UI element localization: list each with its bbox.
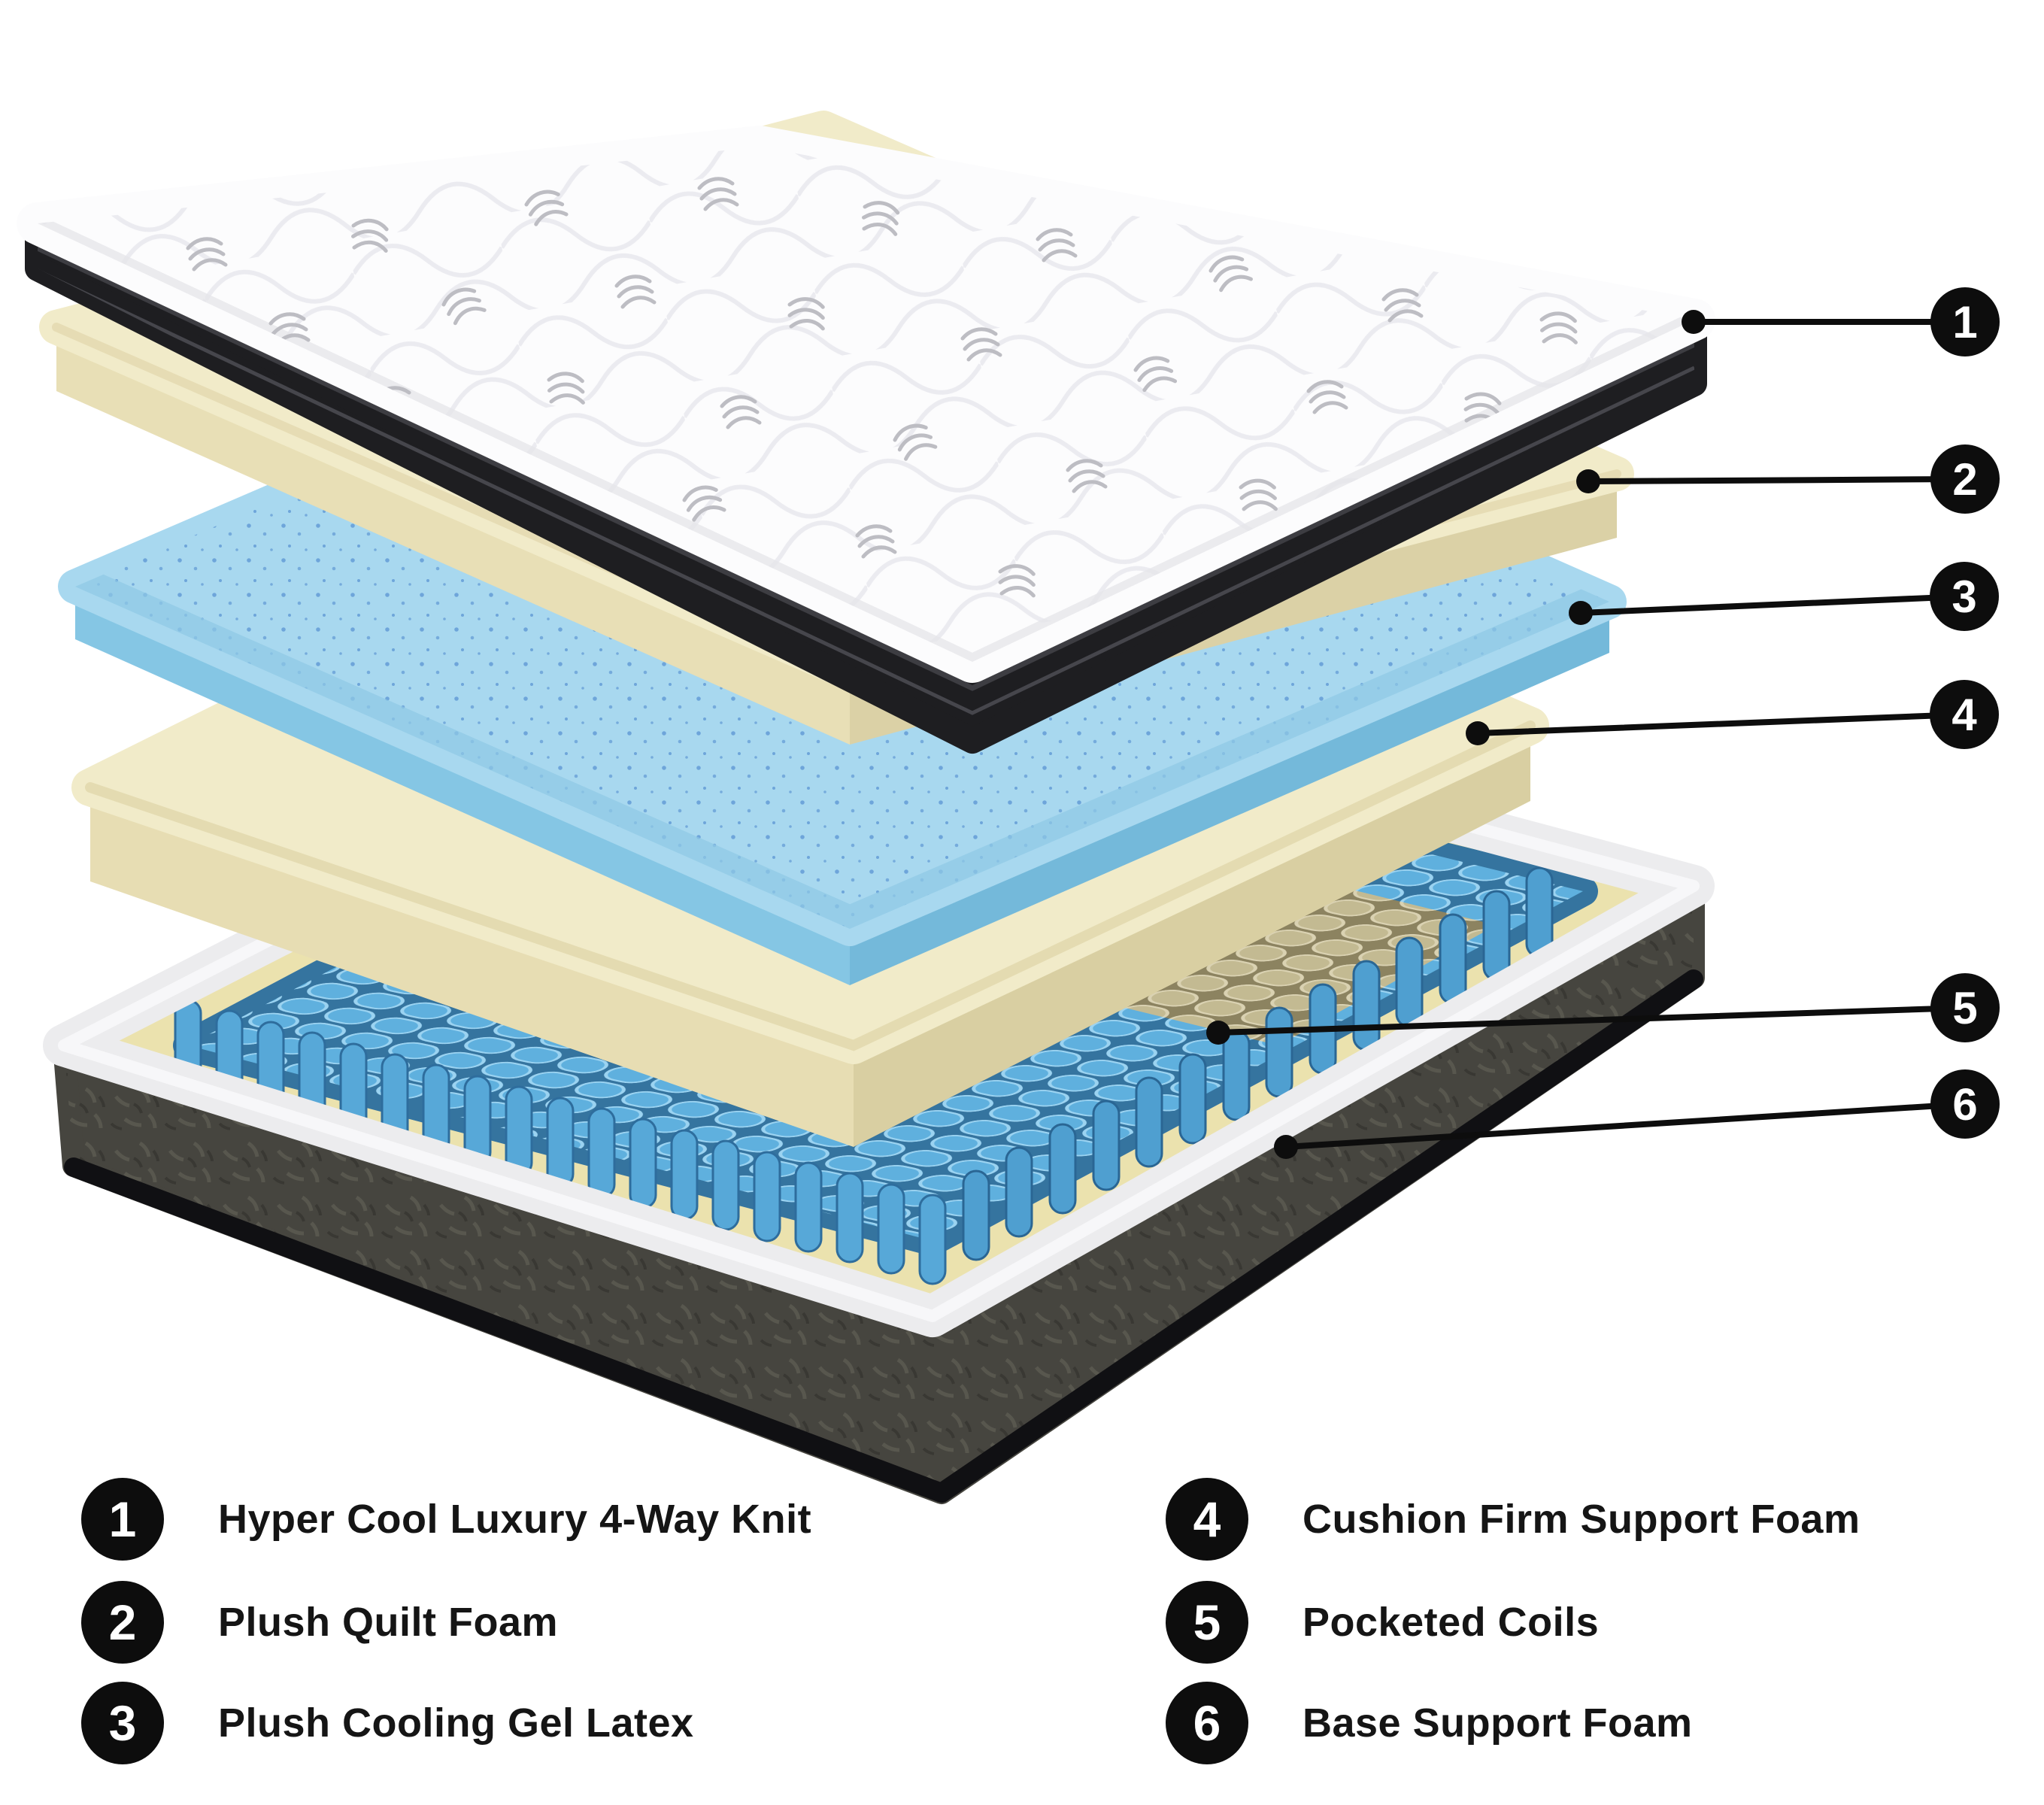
callout-dot-6 bbox=[1274, 1135, 1298, 1159]
legend-badge-2: 2 bbox=[81, 1581, 164, 1664]
legend-label-6: Base Support Foam bbox=[1303, 1700, 1693, 1746]
callout-line-3 bbox=[1578, 593, 1967, 616]
callout-circle-1 bbox=[1930, 287, 2000, 356]
callout-line-4 bbox=[1475, 711, 1967, 736]
callout-line-6 bbox=[1283, 1101, 1968, 1150]
callout-circle-4 bbox=[1930, 680, 1999, 749]
legend-badge-6: 6 bbox=[1166, 1682, 1248, 1764]
callout-5: 5 bbox=[1206, 973, 2000, 1045]
legend-badge-5: 5 bbox=[1166, 1581, 1248, 1664]
callout-circle-2 bbox=[1930, 444, 2000, 514]
legend-item-2: 2 Plush Quilt Foam bbox=[81, 1581, 558, 1664]
callout-number-2: 2 bbox=[1952, 454, 1977, 505]
legend-item-1: 1 Hyper Cool Luxury 4-Way Knit bbox=[81, 1478, 811, 1561]
callout-6: 6 bbox=[1274, 1069, 2000, 1159]
legend-badge-1: 1 bbox=[81, 1478, 164, 1561]
callout-dot-4 bbox=[1466, 721, 1490, 745]
legend-item-4: 4 Cushion Firm Support Foam bbox=[1166, 1478, 1860, 1561]
legend-item-5: 5 Pocketed Coils bbox=[1166, 1581, 1599, 1664]
layer1-quilted-cover-graphic bbox=[17, 126, 1715, 754]
callout-number-1: 1 bbox=[1952, 297, 1977, 347]
legend-badge-4: 4 bbox=[1166, 1478, 1248, 1561]
callout-3: 3 bbox=[1569, 562, 1999, 631]
callout-2: 2 bbox=[1576, 444, 2000, 514]
legend-label-2: Plush Quilt Foam bbox=[218, 1600, 559, 1645]
coil-front-columns-right bbox=[962, 866, 1554, 1261]
legend-badge-3: 3 bbox=[81, 1682, 164, 1764]
callout-circle-5 bbox=[1930, 973, 2000, 1042]
callout-number-5: 5 bbox=[1952, 983, 1977, 1033]
callout-circle-3 bbox=[1930, 562, 1999, 631]
callout-dot-5 bbox=[1206, 1021, 1230, 1045]
legend-label-1: Hyper Cool Luxury 4-Way Knit bbox=[218, 1497, 812, 1542]
callout-dot-2 bbox=[1576, 469, 1600, 493]
legend-label-3: Plush Cooling Gel Latex bbox=[218, 1700, 694, 1746]
base-bottom-piping bbox=[64, 969, 1703, 1503]
callout-circle-6 bbox=[1930, 1069, 2000, 1139]
legend-item-6: 6 Base Support Foam bbox=[1166, 1682, 1693, 1764]
callout-1: 1 bbox=[1682, 287, 2000, 356]
legend-item-3: 3 Plush Cooling Gel Latex bbox=[81, 1682, 694, 1764]
callout-number-4: 4 bbox=[1952, 690, 1977, 740]
callout-number-3: 3 bbox=[1952, 572, 1976, 622]
legend-label-5: Pocketed Coils bbox=[1303, 1600, 1600, 1645]
callout-line-5 bbox=[1215, 1005, 1968, 1036]
callout-dot-3 bbox=[1569, 601, 1593, 625]
callout-markers: 1 2 3 4 5 6 bbox=[1206, 287, 2000, 1159]
callout-4: 4 bbox=[1466, 680, 1999, 749]
callout-number-6: 6 bbox=[1952, 1079, 1977, 1130]
legend-label-4: Cushion Firm Support Foam bbox=[1303, 1497, 1861, 1542]
callout-dot-1 bbox=[1682, 310, 1706, 334]
callout-line-2 bbox=[1585, 476, 1968, 484]
